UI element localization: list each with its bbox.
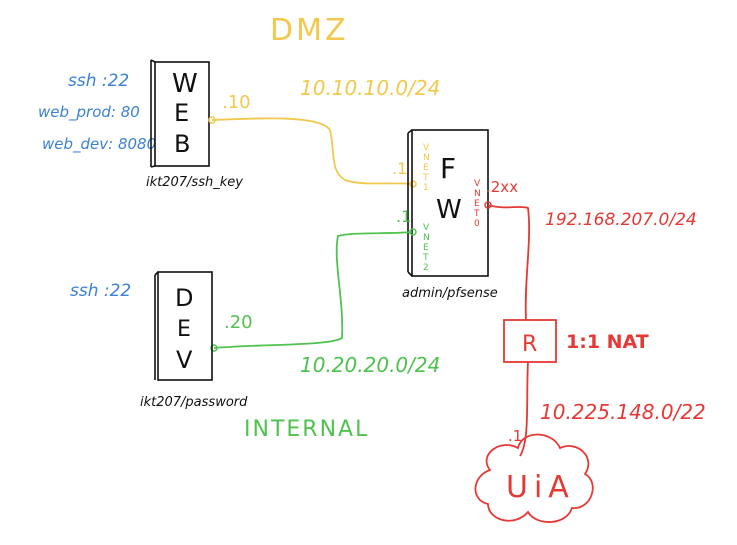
- web-server: W E B: [150, 59, 210, 168]
- web-credentials: ikt207/ssh_key: [146, 175, 243, 190]
- router: R: [503, 319, 557, 363]
- internal-zone-label: INTERNAL: [244, 417, 369, 442]
- internal-link: [213, 231, 413, 349]
- dev-server: D E V: [154, 271, 213, 381]
- vnet1-e: E: [423, 163, 429, 173]
- nat-label: 1:1 NAT: [566, 331, 649, 353]
- web-port-ssh: ssh :22: [68, 71, 129, 91]
- firewall: F W V N E T 1 V N E T 2 V N E T 0: [407, 129, 489, 277]
- web-letter-w: W: [172, 69, 198, 99]
- web-port-dev: web_dev: 8080: [42, 135, 156, 154]
- vnet1-t: T: [422, 173, 429, 183]
- vnet1-n: N: [423, 153, 430, 163]
- fw-credentials: admin/pfsense: [402, 286, 498, 301]
- vnet2-e: E: [423, 243, 429, 253]
- vnet2-n: N: [423, 233, 430, 243]
- vnet0-0: 0: [474, 219, 480, 229]
- web-letter-e: E: [174, 99, 189, 127]
- internal-subnet-label: 10.20.20.0/24: [300, 353, 440, 377]
- dev-port-ssh: ssh :22: [70, 281, 131, 301]
- fw-wan-if: .2xx: [486, 178, 518, 196]
- fw-letter-w: W: [436, 195, 462, 225]
- dev-letter-e: E: [177, 317, 191, 342]
- web-port-prod: web_prod: 80: [38, 103, 140, 122]
- dev-ip-suffix: .20: [224, 312, 253, 333]
- web-letter-b: B: [174, 130, 190, 158]
- dev-letter-d: D: [175, 284, 193, 312]
- vnet0-n: N: [474, 189, 481, 199]
- dmz-zone-label: DMZ: [270, 13, 349, 48]
- wan-link: [487, 204, 531, 321]
- uplink-subnet: 10.225.148.0/22: [540, 400, 706, 424]
- fw-internal-if: .1: [396, 207, 411, 226]
- vnet0-v: V: [474, 179, 481, 189]
- dev-letter-v: V: [176, 346, 193, 374]
- dmz-subnet-label: 10.10.10.0/24: [300, 76, 440, 100]
- fw-wan-subnet: 192.168.207.0/24: [545, 210, 697, 230]
- dev-credentials: ikt207/password: [140, 395, 248, 410]
- vnet2-2: 2: [423, 263, 429, 273]
- uplink-link: [519, 361, 529, 457]
- fw-dmz-if: .1: [392, 159, 407, 178]
- uia-cloud: UiA: [474, 433, 594, 523]
- router-letter: R: [522, 332, 537, 357]
- vnet1-1: 1: [423, 183, 429, 193]
- vnet2-v: V: [423, 223, 430, 233]
- web-ip-suffix: .10: [222, 92, 251, 113]
- vnet1-v: V: [423, 143, 430, 153]
- cloud-label: UiA: [506, 470, 575, 505]
- vnet2-t: T: [422, 253, 429, 263]
- fw-letter-f: F: [440, 152, 456, 185]
- dmz-link: [211, 117, 413, 185]
- cloud-ip-suffix: .1: [508, 427, 522, 445]
- vnet0-t: T: [473, 209, 480, 219]
- vnet0-e: E: [474, 199, 480, 209]
